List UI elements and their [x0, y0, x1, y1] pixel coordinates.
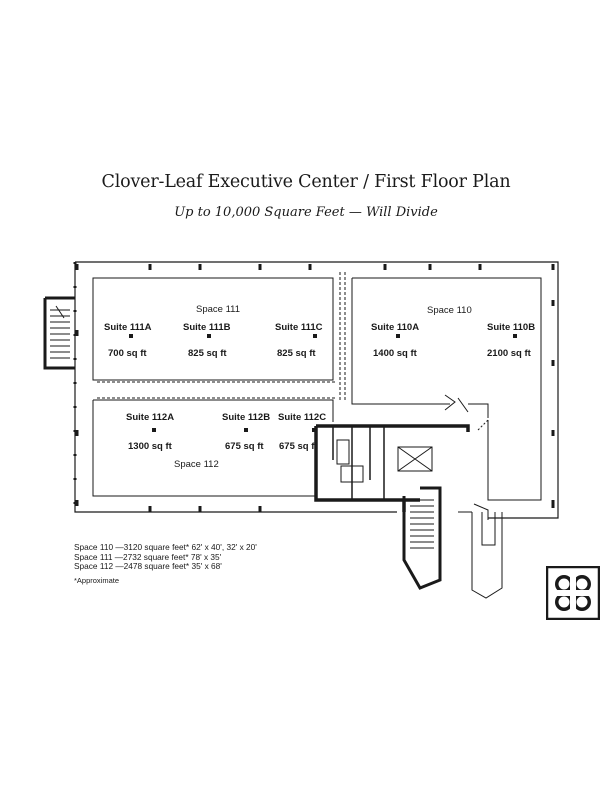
suite-112b-marker — [244, 428, 248, 432]
space-110-label: Space 110 — [427, 305, 472, 316]
suite-112a-name: Suite 112A — [126, 412, 174, 423]
space-110-outline — [351, 277, 542, 501]
core-walls — [314, 424, 470, 512]
legend-space-111: Space 111 —2732 square feet* 78' x 35' — [74, 551, 222, 562]
suite-111b-name: Suite 111B — [183, 322, 231, 333]
area-legend: Space 110 —3120 square feet* 62' x 40', … — [74, 542, 257, 585]
suite-111a-area: 700 sq ft — [108, 348, 147, 359]
suite-110b-marker — [513, 334, 517, 338]
suite-111c-marker — [313, 334, 317, 338]
stairwell-icon — [402, 486, 442, 590]
suite-110a-name: Suite 110A — [371, 322, 419, 333]
suite-110a-area: 1400 sq ft — [373, 348, 418, 359]
suite-111c-name: Suite 111C — [275, 322, 323, 333]
suite-111a-marker — [129, 334, 133, 338]
suite-112a-area: 1300 sq ft — [128, 441, 173, 452]
suite-110a-marker — [396, 334, 400, 338]
clover-leaf-logo-icon — [546, 566, 600, 620]
suite-112b-area: 675 sq ft — [225, 441, 264, 452]
suite-112c-area: 675 sq ft — [279, 441, 318, 452]
suite-112b-name: Suite 112B — [222, 412, 270, 423]
suite-112a-marker — [152, 428, 156, 432]
suite-111a-name: Suite 111A — [104, 322, 152, 333]
suite-110b-name: Suite 110B — [487, 322, 535, 333]
page-subtitle: Up to 10,000 Square Feet — Will Divide — [174, 205, 438, 220]
space-111-label: Space 111 — [196, 304, 240, 315]
suite-112c-name: Suite 112C — [278, 412, 326, 423]
space-112-outline — [92, 399, 334, 497]
elevator-icon — [397, 446, 433, 472]
legend-space-112: Space 112 —2478 square feet* 35' x 68' — [74, 561, 222, 572]
space-112-label: Space 112 — [174, 459, 219, 470]
suite-110b-area: 2100 sq ft — [487, 348, 532, 359]
approximate-footnote: *Approximate — [74, 575, 120, 585]
suite-111c-area: 825 sq ft — [277, 348, 316, 359]
space-111-outline — [92, 277, 334, 381]
suite-111b-area: 825 sq ft — [188, 348, 227, 359]
building-outline — [74, 261, 559, 519]
suite-111b-marker — [207, 334, 211, 338]
page-title: Clover-Leaf Executive Center / First Flo… — [101, 172, 511, 192]
suite-112c-marker — [312, 428, 316, 432]
legend-space-110: Space 110 —3120 square feet* 62' x 40', … — [74, 542, 257, 552]
